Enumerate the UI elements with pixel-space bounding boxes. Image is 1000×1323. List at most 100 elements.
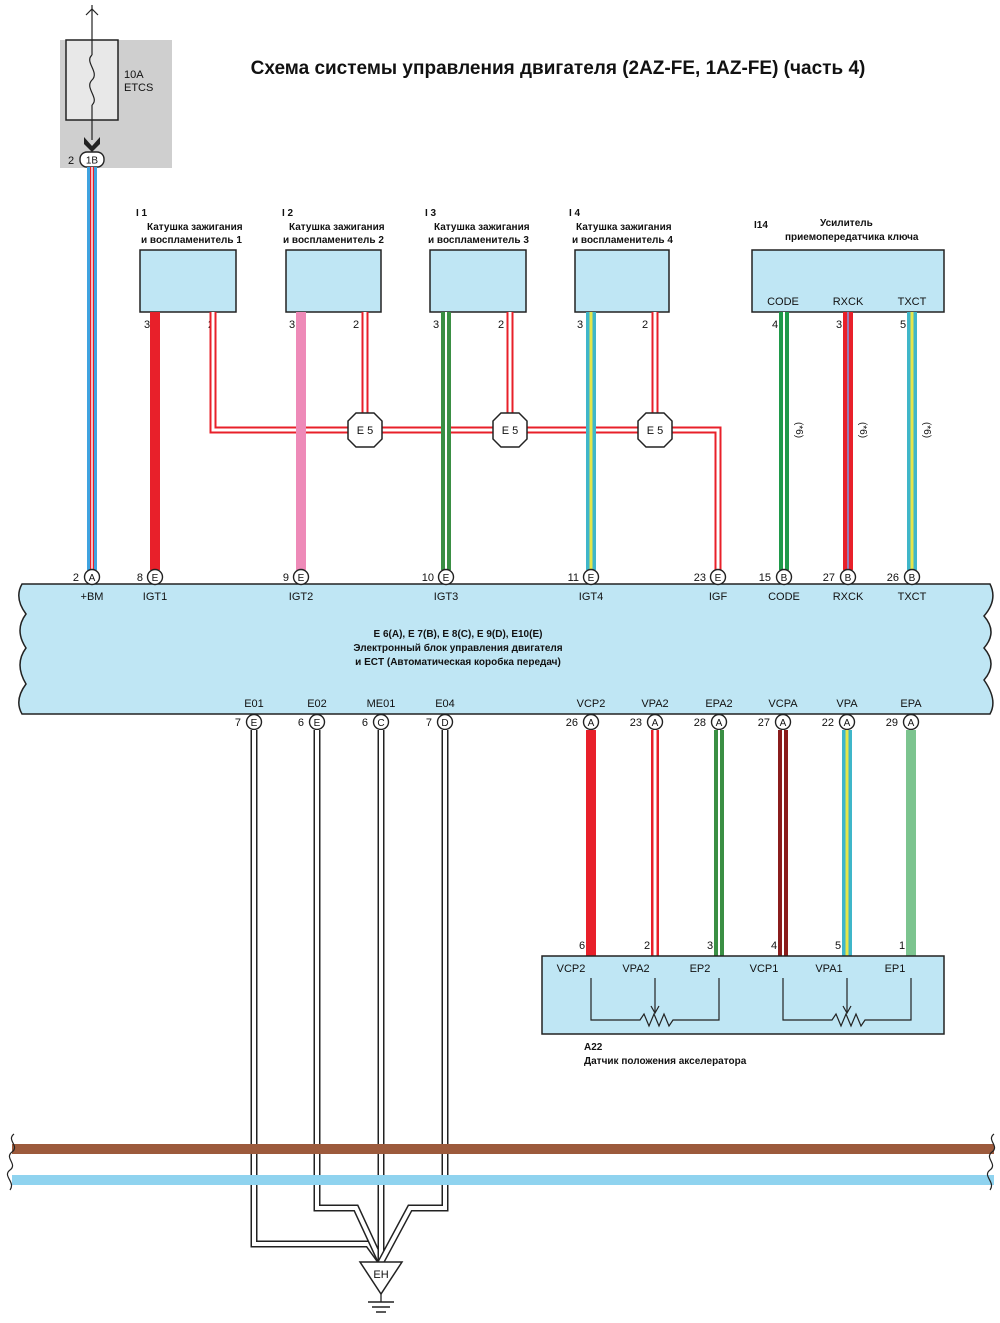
- svg-text:E: E: [314, 718, 321, 729]
- potentiometer-1-icon: [590, 978, 720, 1028]
- transponder-label-1: Усилитель: [820, 218, 873, 229]
- svg-text:A: A: [716, 718, 723, 729]
- svg-text:ME01: ME01: [367, 698, 396, 710]
- fuse-pin-number: 2: [68, 155, 74, 167]
- svg-text:7: 7: [426, 717, 432, 729]
- wire-vpa2: [651, 730, 659, 956]
- wire-igt1: [150, 312, 160, 570]
- svg-text:3: 3: [707, 940, 713, 952]
- coil-1-box: [139, 249, 237, 313]
- svg-text:3: 3: [836, 319, 842, 331]
- accelerator-sensor: 6 2 3 4 5 1 VCP2 VPA2 EP2 VCP1 VPA1 EP1 …: [541, 940, 945, 1067]
- page-title: Схема системы управления двигателя (2AZ-…: [251, 58, 866, 79]
- ecu-block: E 6(A), E 7(B), E 8(C), E 9(D), E10(E) Э…: [18, 583, 994, 715]
- coil-3-id: I 3: [425, 208, 437, 219]
- svg-text:27: 27: [823, 572, 835, 584]
- ground-point: [358, 1261, 404, 1296]
- svg-text:A: A: [780, 718, 787, 729]
- svg-text:E: E: [251, 718, 258, 729]
- wire-code-note: (*6): [793, 422, 804, 438]
- svg-text:15: 15: [759, 572, 771, 584]
- coil-3-label-2: и воспламенитель 3: [428, 235, 529, 246]
- svg-text:A: A: [89, 573, 96, 584]
- ground-label: EH: [373, 1269, 388, 1281]
- coil-4: I 4 Катушка зажигания и воспламенитель 4…: [569, 208, 673, 331]
- sensor-pin-vcp2: VCP2: [557, 963, 586, 975]
- bus-brown: [12, 1144, 994, 1154]
- svg-text:E 5: E 5: [357, 425, 374, 437]
- svg-text:E 5: E 5: [647, 425, 664, 437]
- wire-vcpa: [778, 730, 788, 956]
- fuse-icon: [89, 54, 95, 106]
- sensor-pin-vcp1: VCP1: [750, 963, 779, 975]
- sensor-pin-vpa1: VPA1: [815, 963, 842, 975]
- coil-4-label-1: Катушка зажигания: [576, 222, 672, 233]
- svg-text:6: 6: [298, 717, 304, 729]
- sensor-pin-ep2: EP2: [690, 963, 711, 975]
- coil-3-pin-igf: 2: [498, 319, 504, 331]
- transponder-pin-txct: TXCT: [898, 296, 927, 308]
- coil-3-pin-igt: 3: [433, 319, 439, 331]
- wire-igt4: [586, 312, 596, 570]
- fuse-block: 10A ETCS 2 1B: [60, 5, 172, 168]
- junction-e5-2: E 5: [492, 412, 528, 448]
- svg-text:RXCK: RXCK: [833, 591, 864, 603]
- coil-1-id: I 1: [136, 208, 148, 219]
- coil-4-pin-igt: 3: [577, 319, 583, 331]
- wire-igf-harness: [209, 312, 722, 570]
- svg-text:10: 10: [422, 572, 434, 584]
- break-right-icon: [986, 1133, 996, 1191]
- fuse-rating: 10A: [124, 69, 144, 81]
- coil-3-label-1: Катушка зажигания: [434, 222, 530, 233]
- svg-text:D: D: [441, 718, 448, 729]
- svg-text:IGT4: IGT4: [579, 591, 603, 603]
- ecu-pin-code: 15 B CODE: [759, 568, 800, 603]
- wire-rxck-note: (*6): [857, 422, 868, 438]
- wire-vpa: [842, 730, 852, 956]
- fuse-connector-label: 1B: [86, 156, 99, 167]
- svg-text:B: B: [781, 573, 788, 584]
- svg-text:8: 8: [137, 572, 143, 584]
- wire-epa: [906, 730, 916, 956]
- svg-text:A: A: [844, 718, 851, 729]
- svg-text:E: E: [152, 573, 159, 584]
- wire-bm: [87, 167, 97, 570]
- transponder-pin-code: CODE: [767, 296, 799, 308]
- svg-text:E: E: [443, 573, 450, 584]
- svg-text:VCPA: VCPA: [768, 698, 798, 710]
- svg-text:E: E: [588, 573, 595, 584]
- ecu-connectors: E 6(A), E 7(B), E 8(C), E 9(D), E10(E): [374, 629, 543, 640]
- svg-text:6: 6: [579, 940, 585, 952]
- wire-code: [779, 312, 789, 570]
- svg-text:E 5: E 5: [502, 425, 519, 437]
- svg-text:4: 4: [771, 940, 777, 952]
- svg-text:2: 2: [73, 572, 79, 584]
- svg-text:7: 7: [235, 717, 241, 729]
- svg-text:EPA2: EPA2: [705, 698, 732, 710]
- ecu-name-2: и ECT (Автоматическая коробка передач): [355, 656, 561, 668]
- svg-text:CODE: CODE: [768, 591, 800, 603]
- wire-igt3: [441, 312, 451, 570]
- svg-text:VPA: VPA: [836, 698, 858, 710]
- svg-text:TXCT: TXCT: [898, 591, 927, 603]
- ecu-name-1: Электронный блок управления двигателя: [353, 642, 562, 654]
- coil-2-label-2: и воспламенитель 2: [283, 235, 384, 246]
- transponder-box: [751, 249, 945, 313]
- break-left-icon: [6, 1133, 16, 1191]
- connector-arrow-icon: [84, 137, 100, 152]
- sensor-id: A22: [584, 1042, 603, 1053]
- svg-text:5: 5: [835, 940, 841, 952]
- coil-2: I 2 Катушка зажигания и воспламенитель 2…: [282, 208, 385, 331]
- svg-text:9: 9: [283, 572, 289, 584]
- svg-text:26: 26: [566, 717, 578, 729]
- svg-text:E02: E02: [307, 698, 327, 710]
